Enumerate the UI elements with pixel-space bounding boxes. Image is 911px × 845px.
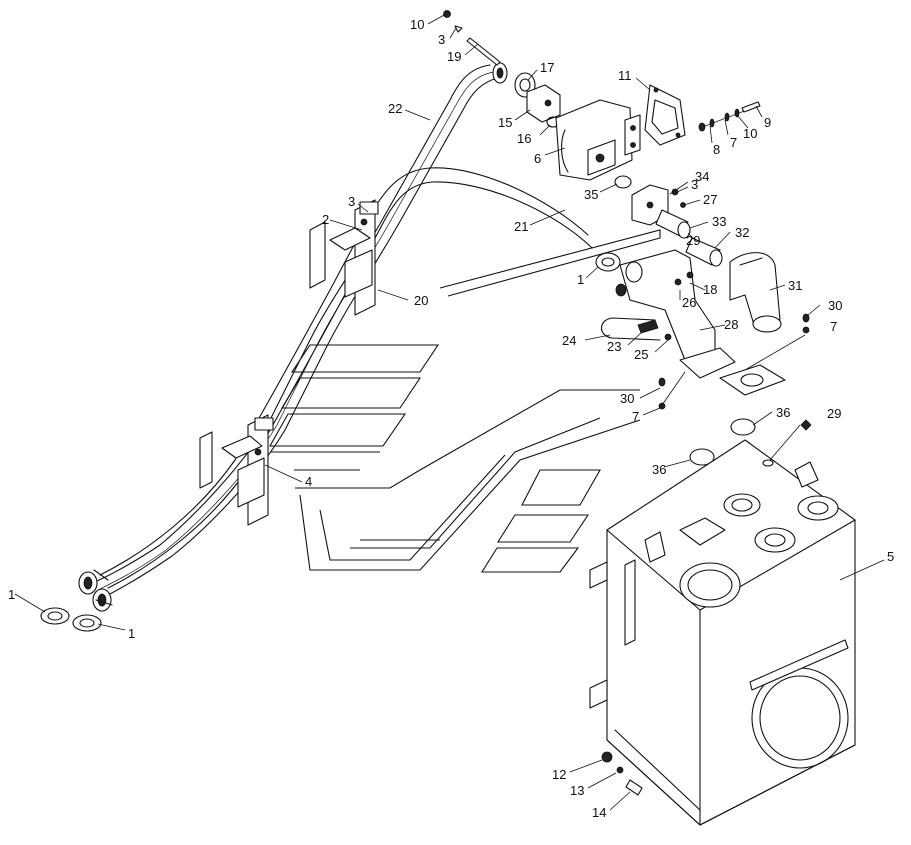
callout-3-right: 3 [691, 177, 698, 192]
bolt-27 [671, 188, 686, 208]
leader-lines [14, 13, 885, 811]
callout-1-right: 1 [577, 272, 584, 287]
callout-18: 18 [703, 282, 717, 297]
callout-2: 2 [322, 212, 329, 227]
bracket-4 [199, 414, 274, 526]
adapter-15 [526, 84, 561, 123]
callout-1-left-a: 1 [8, 587, 15, 602]
callout-1-left-b: 1 [128, 626, 135, 641]
bracket-20 [309, 199, 379, 316]
callout-23: 23 [607, 339, 621, 354]
gasket-11 [644, 84, 686, 146]
callout-34: 34 [695, 169, 709, 184]
elbow-31 [729, 252, 782, 333]
callout-13: 13 [570, 783, 584, 798]
callout-33: 33 [712, 214, 726, 229]
callout-8: 8 [713, 142, 720, 157]
callout-14: 14 [592, 805, 606, 820]
hose-end-top [492, 62, 508, 84]
callout-24: 24 [562, 333, 576, 348]
flange-1-left-a [40, 607, 70, 625]
callout-21: 21 [514, 219, 528, 234]
tank-5 [589, 439, 856, 826]
nipple-33 [655, 209, 691, 239]
connector-32 [685, 237, 723, 267]
callout-32: 32 [735, 225, 749, 240]
callout-17: 17 [540, 60, 554, 75]
callout-11: 11 [618, 68, 632, 83]
callout-7-right: 7 [830, 319, 837, 334]
block-34 [631, 184, 669, 226]
callout-36-lower: 36 [652, 462, 666, 477]
plate-right-36 [719, 364, 786, 396]
callout-12: 12 [552, 767, 566, 782]
hose-21 [99, 167, 593, 589]
callout-9: 9 [764, 115, 771, 130]
flange-1-left-b [72, 614, 102, 632]
cap-29 [800, 419, 812, 431]
callout-15: 15 [498, 115, 512, 130]
callout-35: 35 [584, 187, 598, 202]
bolt-stack-10-3-19 [443, 10, 501, 66]
pump-6 [555, 99, 641, 181]
o-ring-36-a [730, 418, 756, 436]
callout-6: 6 [534, 151, 541, 166]
callout-7-left: 7 [632, 409, 639, 424]
callout-26: 26 [682, 295, 696, 310]
o-ring-36-b [689, 448, 715, 466]
callout-22: 22 [388, 101, 402, 116]
manifold-28 [615, 249, 736, 379]
o-ring-35 [614, 175, 632, 189]
callout-10-top: 10 [410, 17, 424, 32]
callout-5: 5 [887, 549, 894, 564]
flange-1-right [595, 252, 621, 272]
callout-labels: 10 3 19 17 11 22 15 16 6 9 10 7 8 35 34 … [8, 17, 894, 820]
callout-25: 25 [634, 347, 648, 362]
hose-22 [94, 64, 499, 599]
callout-27: 27 [703, 192, 717, 207]
hose-end-fittings-left [78, 569, 113, 612]
clip-24 [600, 317, 661, 341]
background-chevron-graphic [269, 229, 661, 573]
drain-parts-12-13-14 [601, 751, 643, 796]
callout-30-right: 30 [828, 298, 842, 313]
callout-10-right: 10 [743, 126, 757, 141]
callout-30-left: 30 [620, 391, 634, 406]
callout-4: 4 [305, 474, 312, 489]
callout-3-top: 3 [438, 32, 445, 47]
bolt-stack-9-10-7-8 [698, 101, 761, 132]
callout-3-left: 3 [348, 194, 355, 209]
callout-29-upper: 29 [686, 233, 700, 248]
callout-36-upper: 36 [776, 405, 790, 420]
callout-29-lower: 29 [827, 406, 841, 421]
callout-31: 31 [788, 278, 802, 293]
callout-20: 20 [414, 293, 428, 308]
callout-28: 28 [724, 317, 738, 332]
callout-7-top: 7 [730, 135, 737, 150]
callout-19: 19 [447, 49, 461, 64]
callout-16: 16 [517, 131, 531, 146]
